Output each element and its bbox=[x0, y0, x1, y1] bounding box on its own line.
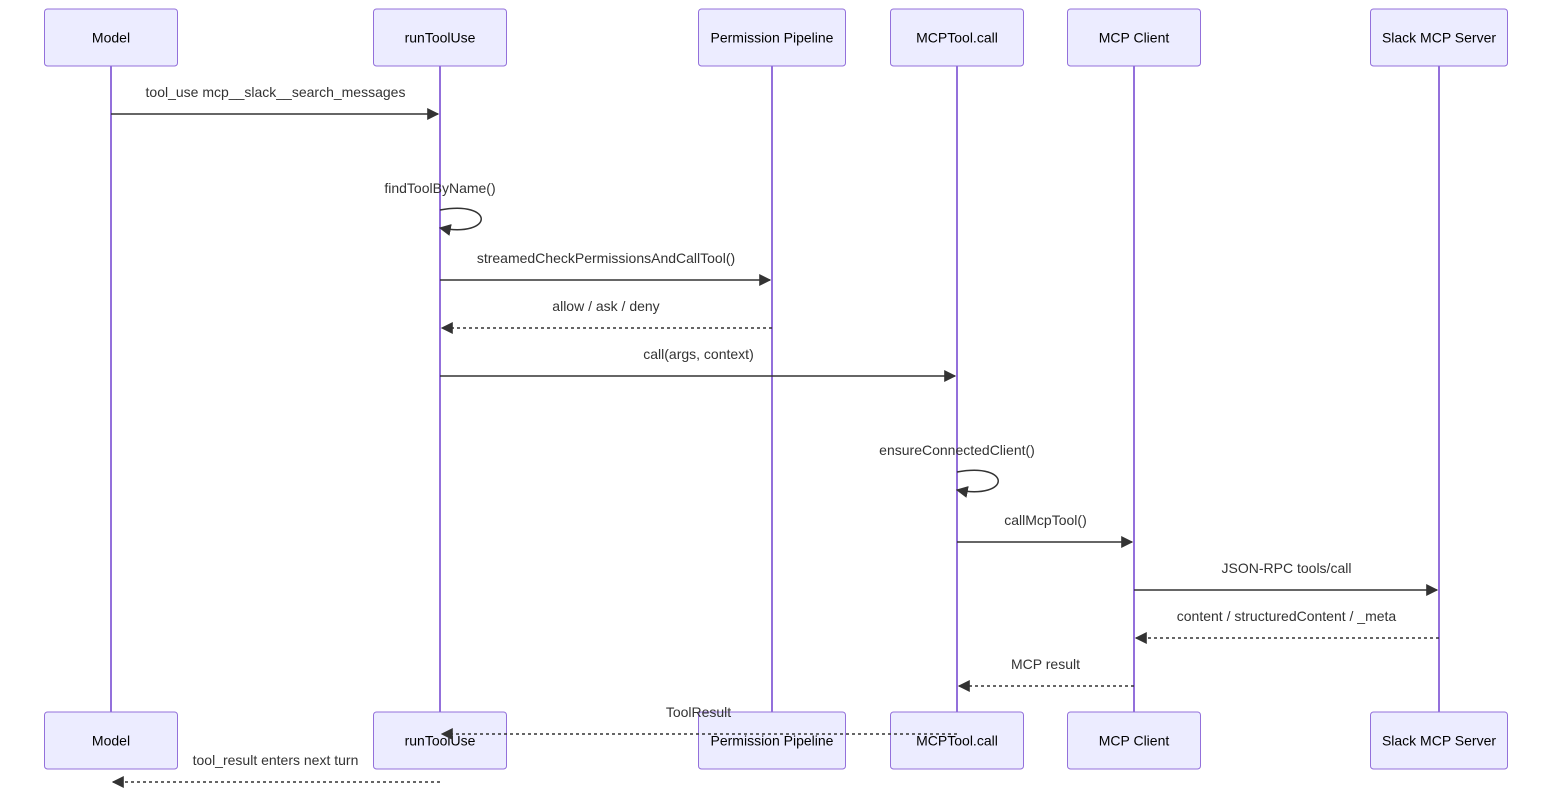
actor-model-top: Model bbox=[44, 8, 178, 67]
actor-box bbox=[1067, 8, 1201, 67]
actor-box bbox=[373, 8, 507, 67]
actor-model-bottom: Model bbox=[44, 711, 178, 770]
message-label: ensureConnectedClient() bbox=[879, 442, 1035, 458]
actor-mcptool-top: MCPTool.call bbox=[890, 8, 1024, 67]
message-9: content / structuredContent / _meta bbox=[1134, 608, 1439, 644]
message-label: allow / ask / deny bbox=[552, 298, 659, 314]
message-label: findToolByName() bbox=[384, 180, 495, 196]
message-6: ensureConnectedClient() bbox=[879, 442, 1035, 498]
actor-label: MCP Client bbox=[1099, 733, 1170, 749]
actor-label: Permission Pipeline bbox=[711, 733, 834, 749]
actors-bottom-row: Model runToolUse Permission Pipeline MCPToo… bbox=[44, 711, 1508, 770]
actor-box bbox=[698, 711, 846, 770]
actor-label: Model bbox=[92, 733, 130, 749]
actor-runToolUse-bottom: runToolUse bbox=[373, 711, 507, 770]
actor-box bbox=[1370, 711, 1508, 770]
actor-box bbox=[698, 8, 846, 67]
message-label: MCP result bbox=[1011, 656, 1080, 672]
actor-label: MCPTool.call bbox=[916, 733, 998, 749]
actor-label: MCPTool.call bbox=[916, 30, 998, 46]
message-7: callMcpTool() bbox=[957, 512, 1134, 548]
actor-box bbox=[373, 711, 507, 770]
actor-label: Model bbox=[92, 30, 130, 46]
actor-label: Slack MCP Server bbox=[1382, 733, 1496, 749]
actor-box bbox=[1370, 8, 1508, 67]
actor-label: Permission Pipeline bbox=[711, 30, 834, 46]
actor-label: runToolUse bbox=[405, 30, 476, 46]
self-message-loop bbox=[438, 207, 482, 236]
message-label: streamedCheckPermissionsAndCallTool() bbox=[477, 250, 735, 266]
actor-label: Slack MCP Server bbox=[1382, 30, 1496, 46]
actor-box bbox=[890, 8, 1024, 67]
actor-permission-bottom: Permission Pipeline bbox=[698, 711, 846, 770]
actor-mcptool-bottom: MCPTool.call bbox=[890, 711, 1024, 770]
actor-slack-bottom: Slack MCP Server bbox=[1370, 711, 1508, 770]
actor-label: runToolUse bbox=[405, 733, 476, 749]
actor-slack-top: Slack MCP Server bbox=[1370, 8, 1508, 67]
message-10: MCP result bbox=[957, 656, 1134, 692]
lifelines bbox=[110, 66, 1440, 712]
message-3: streamedCheckPermissionsAndCallTool() bbox=[440, 250, 772, 286]
actor-permission-top: Permission Pipeline bbox=[698, 8, 846, 67]
message-label: tool_use mcp__slack__search_messages bbox=[146, 84, 406, 100]
actor-box bbox=[44, 8, 178, 67]
messages: tool_use mcp__slack__search_messagesfind… bbox=[111, 84, 1439, 788]
actor-mcpclient-top: MCP Client bbox=[1067, 8, 1201, 67]
message-12: tool_result enters next turn bbox=[111, 752, 440, 788]
message-1: tool_use mcp__slack__search_messages bbox=[111, 84, 440, 120]
actors-top-row: Model runToolUse Permission Pipeline MCPToo… bbox=[44, 8, 1508, 67]
message-label: JSON-RPC tools/call bbox=[1222, 560, 1352, 576]
actor-box bbox=[1067, 711, 1201, 770]
message-label: tool_result enters next turn bbox=[193, 752, 359, 768]
actor-box bbox=[44, 711, 178, 770]
actor-box bbox=[890, 711, 1024, 770]
self-message-loop bbox=[955, 469, 999, 498]
message-2: findToolByName() bbox=[384, 180, 496, 236]
actor-label: MCP Client bbox=[1099, 30, 1170, 46]
message-label: content / structuredContent / _meta bbox=[1177, 608, 1397, 624]
message-4: allow / ask / deny bbox=[440, 298, 772, 334]
message-label: call(args, context) bbox=[643, 346, 753, 362]
message-8: JSON-RPC tools/call bbox=[1134, 560, 1439, 596]
message-label: ToolResult bbox=[666, 704, 731, 720]
message-5: call(args, context) bbox=[440, 346, 957, 382]
actor-mcpclient-bottom: MCP Client bbox=[1067, 711, 1201, 770]
actor-runToolUse-top: runToolUse bbox=[373, 8, 507, 67]
message-label: callMcpTool() bbox=[1004, 512, 1086, 528]
message-11: ToolResult bbox=[440, 704, 957, 740]
